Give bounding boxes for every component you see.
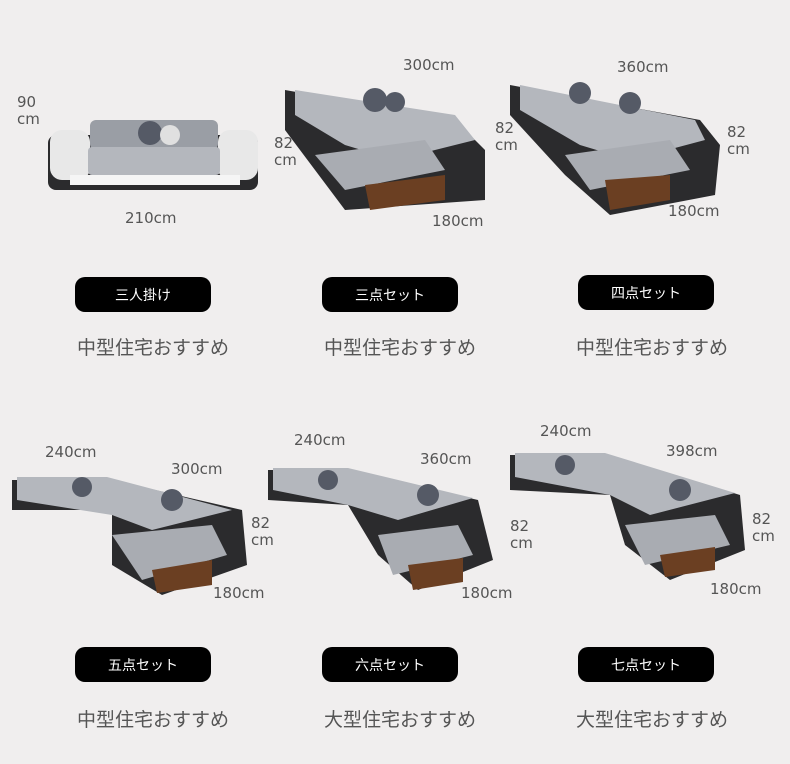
recommendation-text: 中型住宅おすすめ [76,709,229,731]
dimension-width: 300cm [403,56,455,74]
sofa-image-3-seat [48,120,258,190]
dimension-width-left: 240cm [294,431,346,449]
dimension-width-left: 240cm [540,422,592,440]
label-3-piece: 三点セット [322,277,458,312]
dimension-width-left: 240cm [45,443,97,461]
recommendation-text: 中型住宅おすすめ [323,337,476,359]
dimension-depth: 180cm [213,584,265,602]
dimension-depth: 180cm [668,202,720,220]
label-7-piece: 七点セット [578,647,714,682]
dimension-height: 82 cm [510,517,533,552]
recommendation-text: 大型住宅おすすめ [323,709,476,731]
dimension-width-right: 300cm [171,460,223,478]
recommendation-text: 大型住宅おすすめ [575,709,728,731]
dimension-depth: 90 cm [17,93,40,128]
sofa-image-4-piece [510,82,720,215]
sofa-image-6-piece [268,468,493,590]
label-3-seat: 三人掛け [75,277,211,312]
dimension-depth: 180cm [710,580,762,598]
recommendation-text: 中型住宅おすすめ [575,337,728,359]
dimension-width: 360cm [617,58,669,76]
dimension-width-right: 360cm [420,450,472,468]
dimension-width-right: 398cm [666,442,718,460]
dimension-height: 82 cm [251,514,274,549]
sofa-image-7-piece [510,453,745,580]
sofa-image-5-piece [12,477,247,595]
dimension-width: 210cm [125,209,177,227]
dimension-height: 82 cm [274,134,297,169]
sofa-image-3-piece [285,88,485,210]
label-4-piece: 四点セット [578,275,714,310]
dimension-height: 82 cm [727,123,750,158]
recommendation-text: 中型住宅おすすめ [76,337,229,359]
dimension-height: 82 cm [495,119,518,154]
label-5-piece: 五点セット [75,647,211,682]
dimension-depth: 180cm [432,212,484,230]
label-6-piece: 六点セット [322,647,458,682]
dimension-height: 82 cm [752,510,775,545]
dimension-depth: 180cm [461,584,513,602]
